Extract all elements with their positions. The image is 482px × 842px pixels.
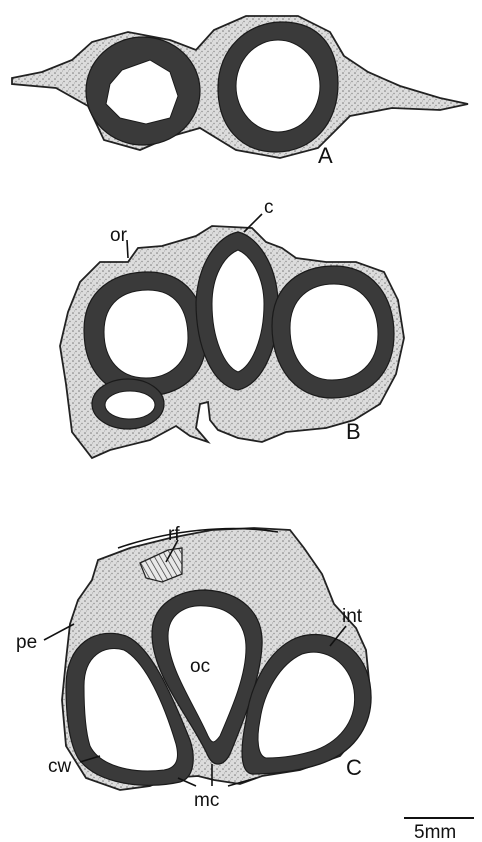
panel-b-right-canal-lumen <box>290 284 378 380</box>
panel-b: or c B <box>60 197 404 458</box>
panel-a: A <box>12 16 468 168</box>
panel-c: rf pe oc int cw mc C <box>16 524 371 811</box>
panel-c-label-rf: rf <box>168 524 180 545</box>
panel-c-label-mc: mc <box>194 790 219 811</box>
panel-c-label-int: int <box>342 606 363 627</box>
panel-b-label-or: or <box>110 225 128 246</box>
panel-a-letter: A <box>318 143 333 168</box>
panel-b-small-canal-lumen <box>105 391 155 419</box>
panel-b-or-leader <box>127 240 128 258</box>
panel-a-right-canal-lumen <box>236 40 320 132</box>
panel-b-left-canal-lumen <box>104 290 188 378</box>
panel-c-label-cw: cw <box>48 756 72 777</box>
panel-c-label-oc: oc <box>190 656 210 677</box>
panel-c-label-pe: pe <box>16 632 37 653</box>
scale-bar-label: 5mm <box>414 822 456 842</box>
panel-c-letter: C <box>346 755 362 780</box>
panel-b-letter: B <box>346 419 361 444</box>
scale-bar: 5mm <box>404 818 474 842</box>
panel-b-label-c: c <box>264 197 274 218</box>
